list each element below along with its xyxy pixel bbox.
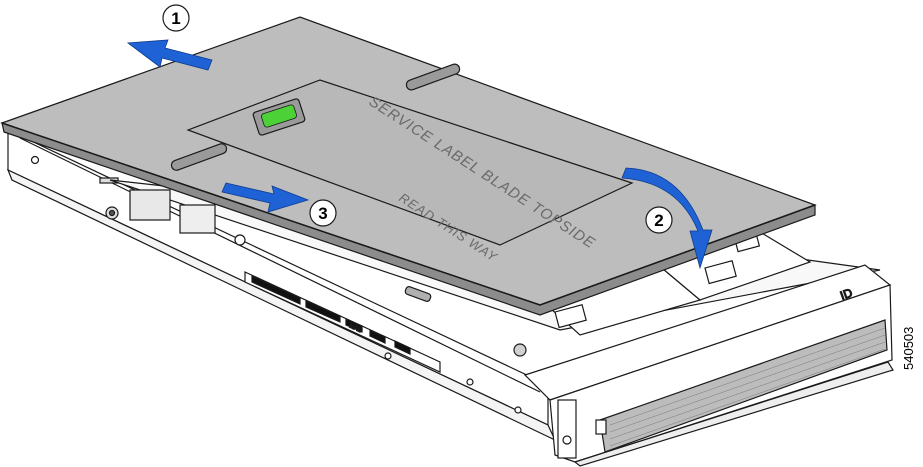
figure-id: 540503: [901, 327, 916, 370]
cover-tab: [404, 286, 432, 302]
release-latch: [252, 98, 306, 136]
grip-slot: [405, 63, 461, 91]
front-latch: [557, 399, 577, 459]
arrow-slide-back: [126, 39, 213, 71]
callout-2: 2: [645, 206, 673, 234]
callout-1-number: 1: [171, 9, 180, 28]
callout-2-number: 2: [654, 211, 663, 230]
top-cover: SERVICE LABEL BLADE TOPSIDE READ THIS WA…: [0, 16, 817, 316]
wall-screw-hole: [30, 155, 40, 165]
arrow-slide-forward: [221, 182, 310, 213]
wall-screw-hole: [466, 378, 474, 386]
arrow-lift-curved: [621, 167, 713, 270]
ejector-handle: [573, 361, 894, 467]
front-vent-grille: [599, 319, 888, 453]
callout-1: 1: [162, 4, 190, 32]
front-button: [595, 419, 607, 435]
callout-3-number: 3: [318, 204, 327, 223]
wall-screw-hole: [514, 406, 522, 414]
front-latch-screw: [562, 435, 572, 445]
interior-component: [129, 189, 171, 221]
grille-pattern: [609, 327, 886, 447]
cover-front-lip: [1, 122, 816, 306]
interior-component: [179, 204, 216, 234]
wall-screw-hole: [108, 209, 116, 217]
interior-screw: [513, 343, 527, 357]
front-id-label: ID: [838, 285, 854, 302]
callout-3: 3: [309, 199, 337, 227]
side-port-strip: MAC: [244, 271, 441, 373]
interior-screw: [234, 234, 246, 246]
grip-slot: [170, 143, 228, 171]
wall-screw-hole: [384, 352, 392, 360]
